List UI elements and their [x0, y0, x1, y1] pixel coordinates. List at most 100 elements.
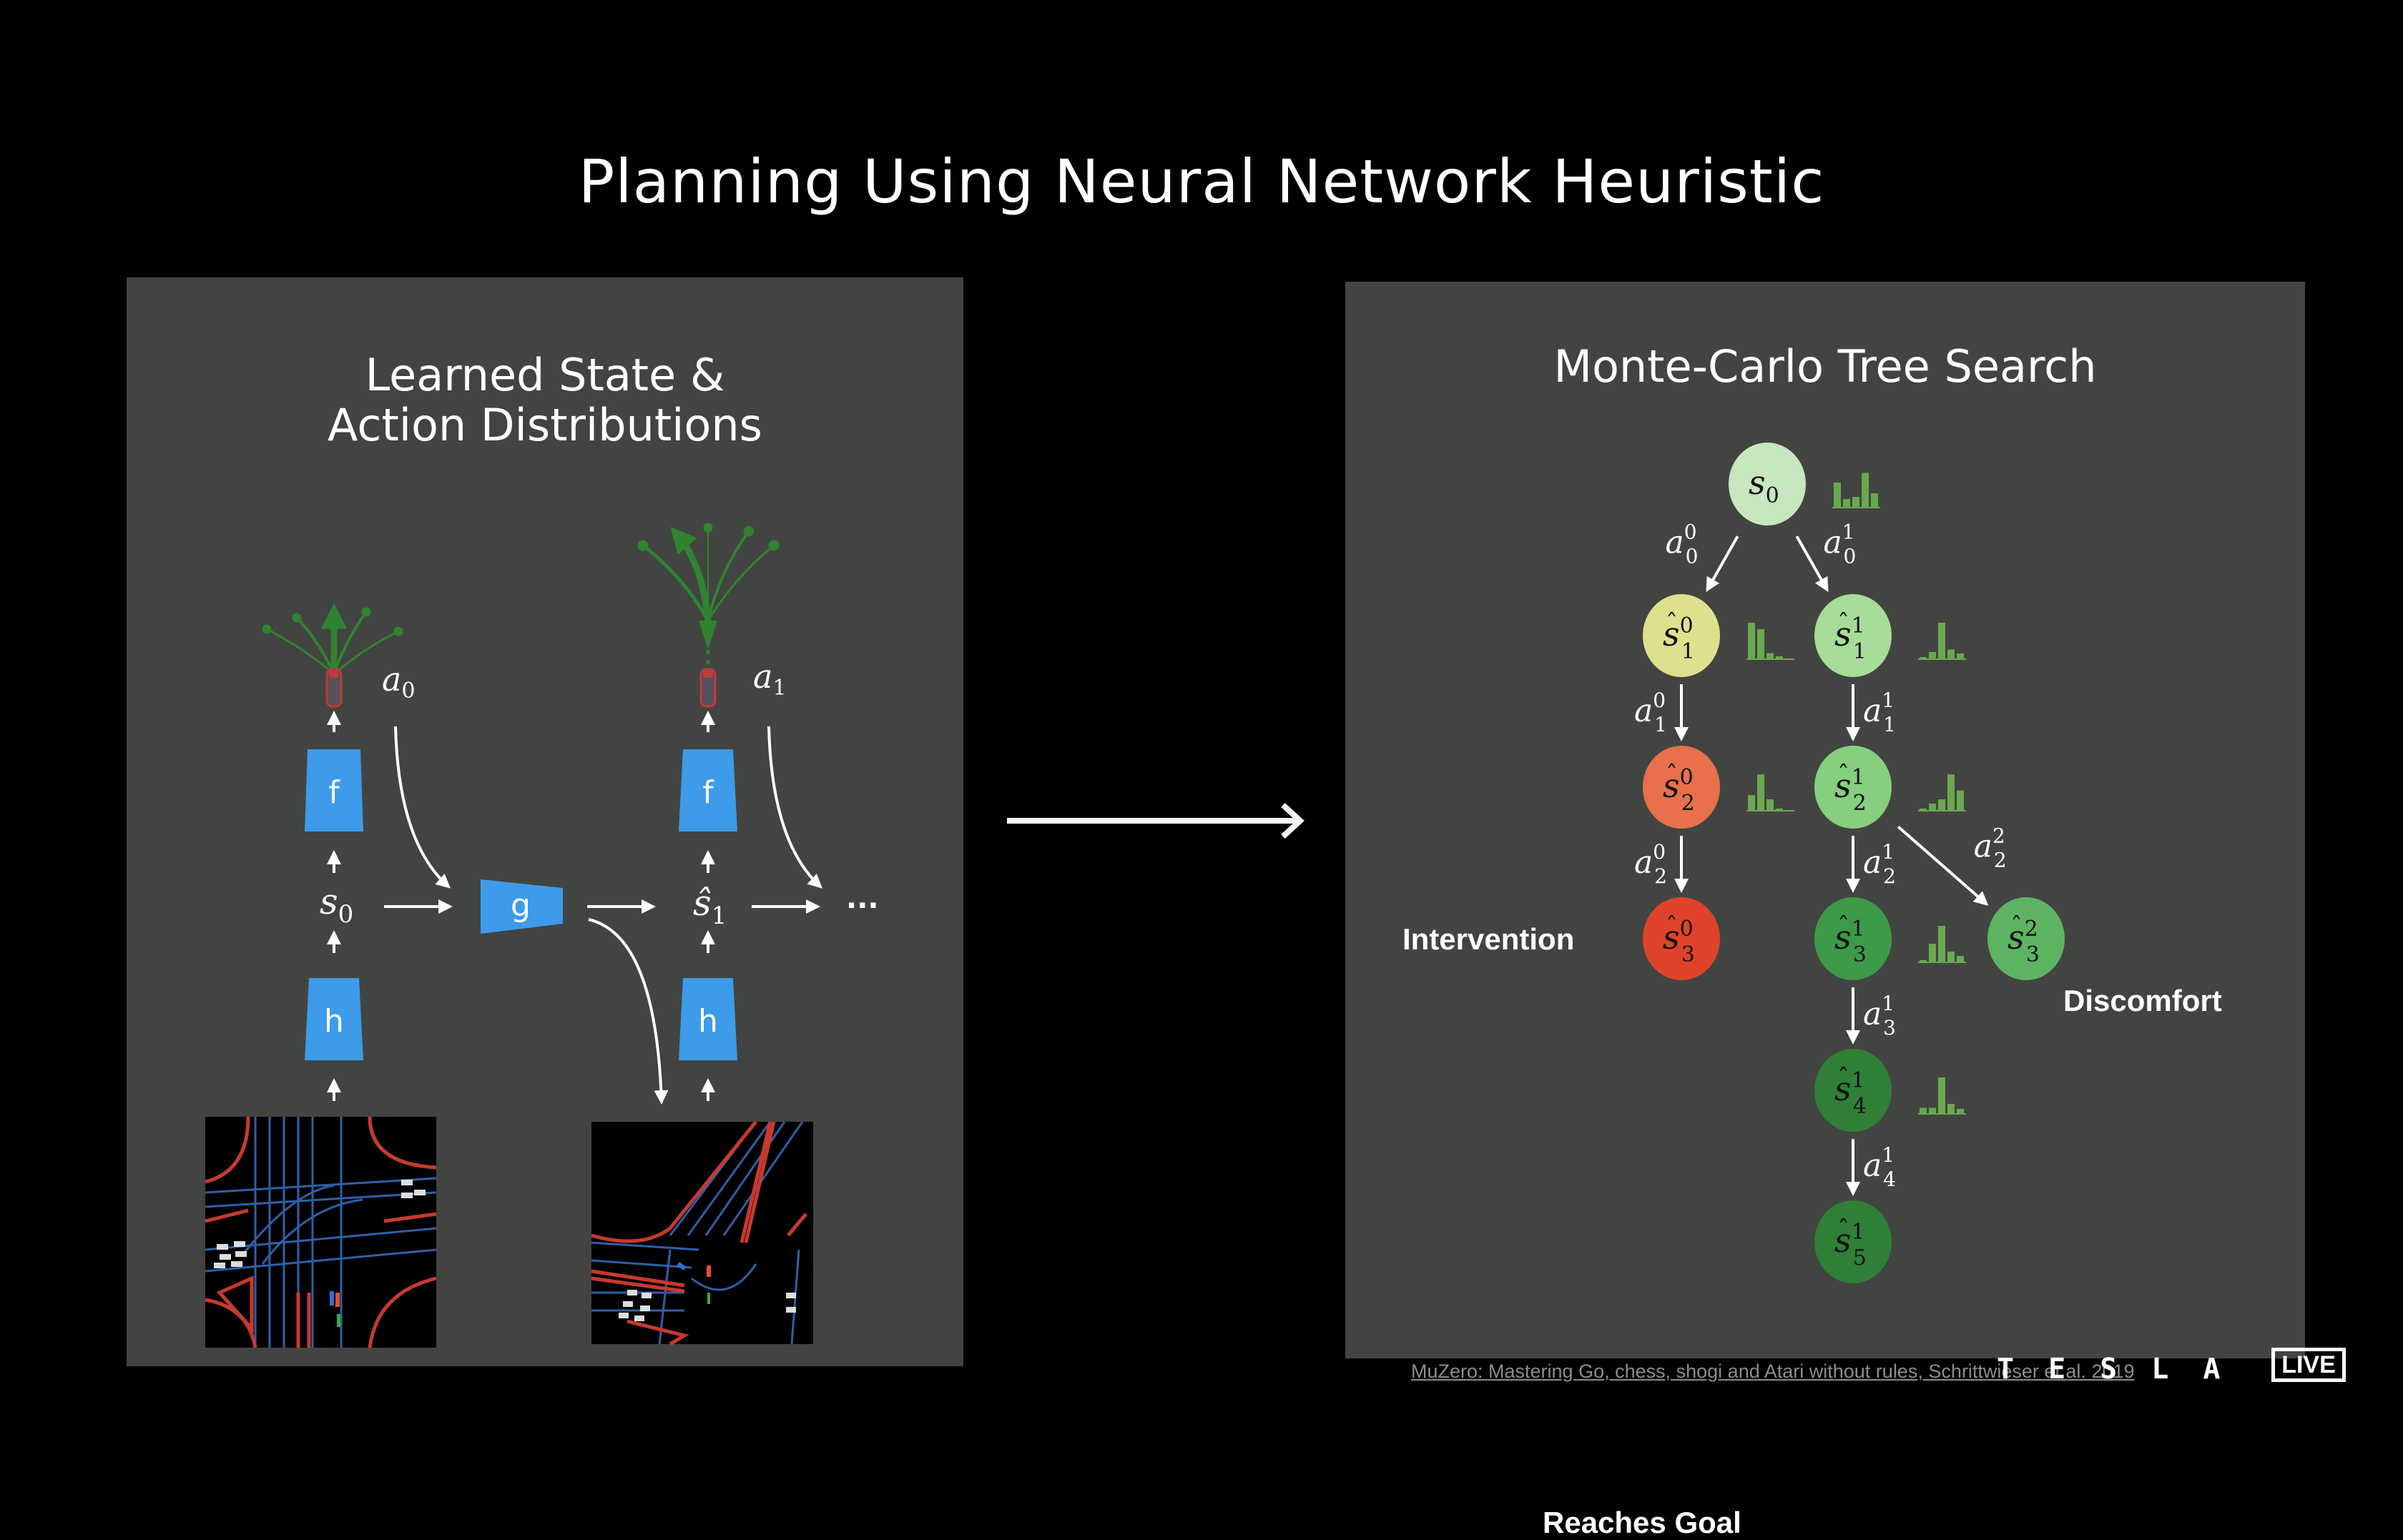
svg-text:s23: s23	[2008, 917, 2040, 967]
outcome-label-reaches-goal: Reaches Goal	[1543, 1506, 1741, 1539]
learned-distributions-panel: Learned State & Action Distributions	[127, 277, 963, 1366]
histogram-bar	[1947, 649, 1955, 658]
right-panel-title: Monte-Carlo Tree Search	[1553, 340, 2097, 393]
histogram-bar	[1776, 809, 1783, 810]
histogram-bar	[1947, 952, 1955, 962]
action-histogram-s2_1	[1918, 774, 1966, 811]
svg-text:ˆ: ˆ	[1666, 609, 1678, 638]
svg-text:ˆ: ˆ	[1837, 761, 1849, 789]
histogram-bar	[1929, 652, 1936, 658]
svg-text:s01: s01	[1663, 613, 1695, 664]
svg-text:s03: s03	[1663, 917, 1695, 967]
histogram-bar	[1938, 623, 1945, 658]
histogram-bar	[1757, 629, 1764, 658]
svg-text:h: h	[324, 1003, 344, 1040]
representation-network-h-0: h	[305, 978, 363, 1060]
model-unroll-diagram: a0 a1 f f h h	[205, 523, 879, 1348]
representation-network-h-1: h	[679, 978, 737, 1060]
ego-car-icon-0	[325, 668, 343, 708]
action-histogram-s3_1	[1918, 926, 1966, 963]
histogram-bar	[1929, 944, 1936, 962]
histogram-bar	[1938, 799, 1945, 810]
action-histogram-s2_0	[1746, 774, 1794, 811]
histogram-bar	[1938, 926, 1945, 962]
outcome-label-intervention: Intervention	[1402, 922, 1575, 956]
tesla-logo: TESLA	[1997, 1353, 2255, 1386]
action-histogram-s0	[1832, 473, 1880, 508]
left-panel-title-line2: Action Distributions	[328, 399, 762, 451]
dynamics-network-g: g	[481, 879, 563, 934]
svg-text:g: g	[511, 887, 531, 924]
svg-text:f: f	[328, 774, 340, 811]
svg-text:ˆ: ˆ	[2010, 912, 2023, 941]
flow-arrows	[384, 726, 822, 1105]
state-label-s1-hat: ŝ1	[693, 882, 727, 930]
svg-text:ˆ: ˆ	[1837, 609, 1849, 638]
histogram-bar	[1871, 493, 1878, 507]
left-panel-title-line1: Learned State &	[365, 349, 725, 401]
histogram-bar	[1834, 483, 1841, 507]
svg-text:h: h	[698, 1003, 718, 1040]
ego-car-icon-1	[699, 668, 717, 708]
action-histogram-s1_1	[1918, 623, 1966, 660]
svg-text:s14: s14	[1834, 1068, 1867, 1119]
histogram-bar	[1766, 799, 1774, 810]
action-label-a1: a1	[753, 657, 787, 701]
continuation-ellipsis: ···	[846, 889, 879, 922]
svg-text:s13: s13	[1834, 917, 1867, 967]
prediction-network-f-1: f	[679, 749, 737, 831]
histogram-bar	[1920, 960, 1927, 962]
svg-text:s02: s02	[1663, 765, 1695, 816]
histogram-bar	[1947, 1104, 1955, 1113]
mcts-edge-s0-s1_0	[1706, 535, 1739, 593]
svg-text:s11: s11	[1834, 613, 1867, 664]
up-arrows	[327, 711, 715, 1101]
histogram-bar	[1920, 657, 1927, 658]
histogram-bar	[1776, 656, 1783, 658]
histogram-bar	[1766, 653, 1774, 658]
histogram-bar	[1920, 809, 1927, 810]
histogram-bar	[1947, 774, 1955, 810]
slide-title: Planning Using Neural Network Heuristic	[578, 147, 1825, 217]
histogram-bar	[1938, 1077, 1945, 1113]
mcts-node-s0: s0	[1729, 443, 1806, 525]
svg-text:ˆ: ˆ	[1837, 1064, 1849, 1092]
svg-text:ˆ: ˆ	[1666, 761, 1678, 789]
svg-text:s12: s12	[1834, 765, 1867, 816]
prediction-network-f-0: f	[305, 749, 364, 831]
histogram-bar	[1957, 790, 1964, 810]
svg-text:s0: s0	[1749, 463, 1779, 508]
action-histogram-s1_0	[1746, 623, 1794, 660]
histogram-bar	[1852, 497, 1859, 507]
histogram-bar	[1843, 499, 1850, 507]
action-distribution-fan-0	[262, 603, 403, 676]
citation-link[interactable]: MuZero: Mastering Go, chess, shogi and A…	[1411, 1361, 2135, 1382]
histogram-bar	[1920, 1107, 1927, 1113]
histogram-bar	[1748, 795, 1755, 810]
mcts-edge-s2_1-s3_2	[1897, 825, 1989, 906]
action-histogram-s4_1	[1918, 1077, 1966, 1115]
svg-text:ˆ: ˆ	[1666, 912, 1678, 941]
histogram-bar	[1862, 473, 1869, 507]
bev-map-image-t1	[591, 1120, 813, 1346]
action-label-a0: a0	[382, 660, 416, 704]
mcts-edge-s0-s1_1	[1795, 535, 1829, 593]
svg-text:ˆ: ˆ	[1837, 912, 1849, 941]
histogram-bar	[1757, 774, 1764, 810]
